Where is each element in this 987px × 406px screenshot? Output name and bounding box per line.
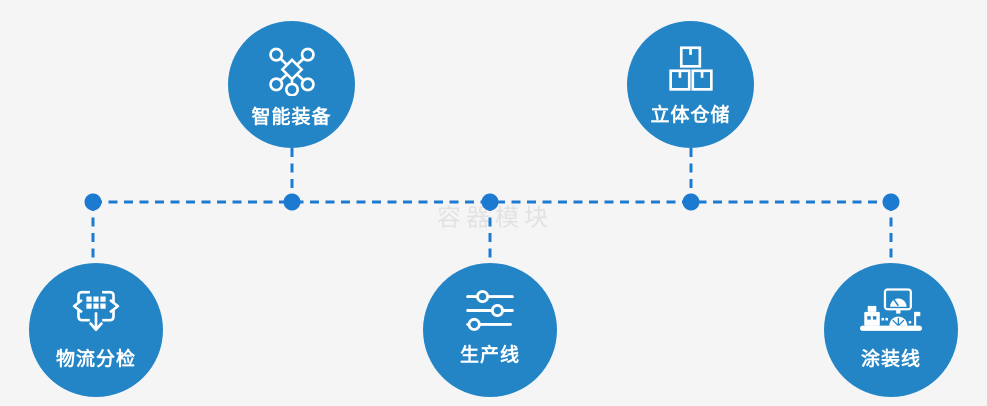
node-production-line: 生产线 xyxy=(423,263,557,397)
junction-dot xyxy=(84,193,102,211)
sorting-arrows-icon xyxy=(68,285,124,336)
network-nodes-icon xyxy=(264,43,320,96)
node-coating-line: 涂装线 xyxy=(824,263,958,397)
junction-dot xyxy=(283,193,301,211)
node-vertical-storage: 立体仓储 xyxy=(627,21,754,148)
node-label: 立体仓储 xyxy=(650,104,731,126)
node-smart-equipment: 智能装备 xyxy=(228,21,355,148)
junction-dot xyxy=(882,193,900,211)
node-label: 涂装线 xyxy=(860,347,921,370)
node-label: 物流分检 xyxy=(55,348,136,370)
sliders-icon xyxy=(464,289,516,332)
stacked-boxes-icon xyxy=(668,44,714,94)
node-logistics-sorting: 物流分检 xyxy=(29,263,163,397)
node-label: 智能装备 xyxy=(251,105,332,128)
machine-monitor-icon xyxy=(858,286,924,336)
junction-dot xyxy=(682,193,700,211)
junction-dot xyxy=(481,193,499,211)
node-label: 生产线 xyxy=(459,344,520,366)
